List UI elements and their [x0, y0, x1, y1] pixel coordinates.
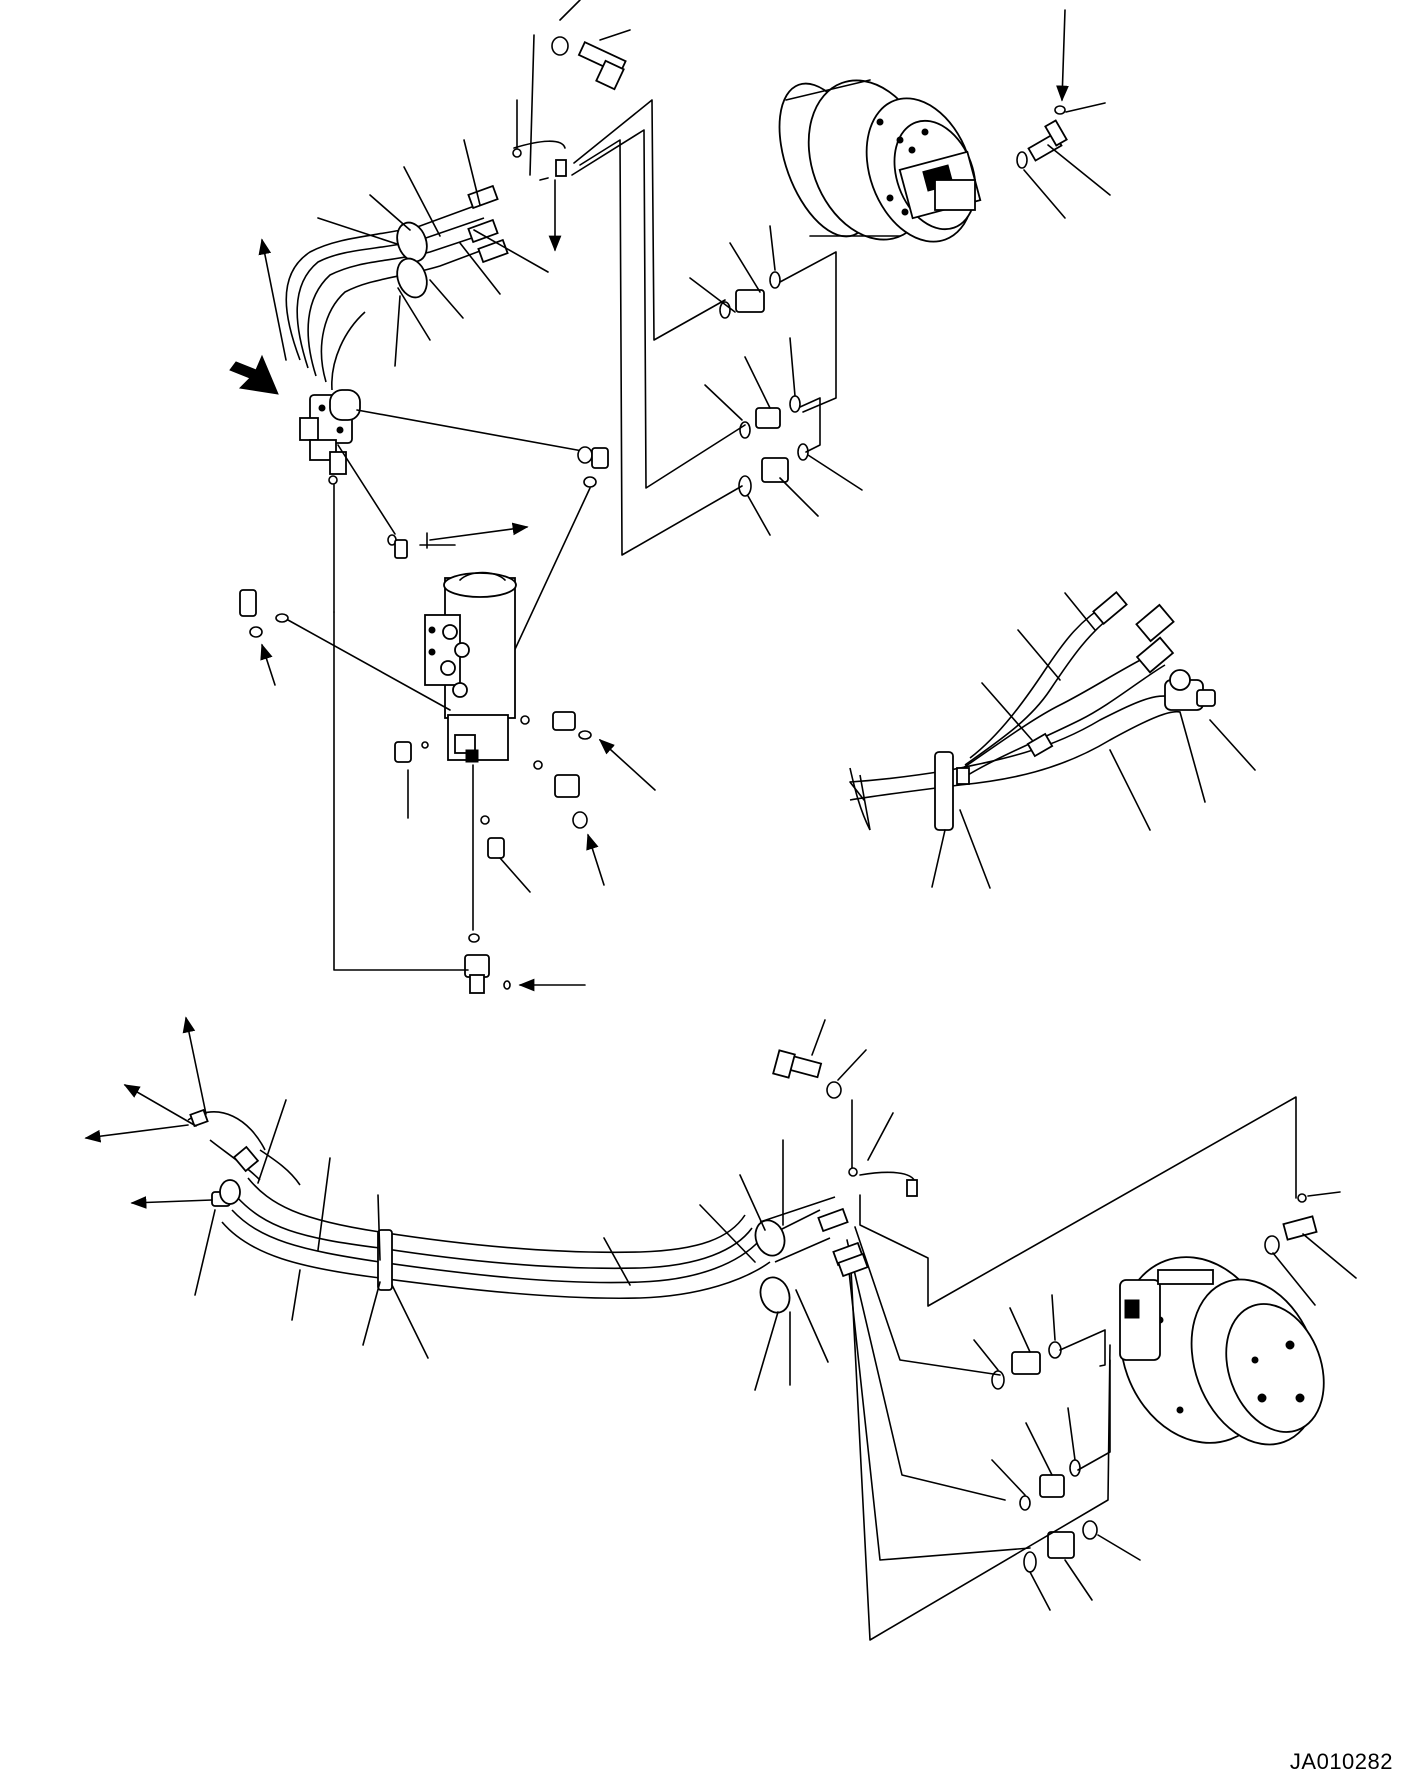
bottom-hose-leaders	[194, 1099, 829, 1391]
center-swivel-joint	[419, 544, 517, 763]
top-hose-bundle	[285, 99, 567, 391]
bottom-motor-drain-fitting	[859, 1096, 1357, 1307]
bottom-left-hose-ends	[84, 1016, 260, 1209]
swivel-drain-fitting	[333, 611, 586, 994]
bottom-bolt-washer	[772, 1019, 867, 1099]
view-direction-arrow	[229, 354, 279, 395]
drawing-code: JA010282	[1289, 1749, 1393, 1774]
top-travel-motor	[778, 79, 982, 243]
top-motor-drain-fitting	[1016, 9, 1111, 219]
detail-view-hose-clamp	[849, 590, 1256, 889]
top-bolt-washer	[529, 0, 631, 176]
top-hydraulic-pipes	[539, 99, 837, 556]
swivel-joint-block	[299, 389, 609, 661]
bottom-travel-motor	[1119, 1256, 1325, 1446]
top-motor-port-fittings	[689, 225, 863, 536]
bottom-hydraulic-pipes	[846, 1226, 1111, 1641]
bottom-motor-port-fittings	[973, 1294, 1141, 1611]
swivel-small-fittings	[239, 522, 656, 943]
top-hose-leaders	[258, 139, 549, 367]
bottom-hose-bundle	[187, 1099, 918, 1314]
